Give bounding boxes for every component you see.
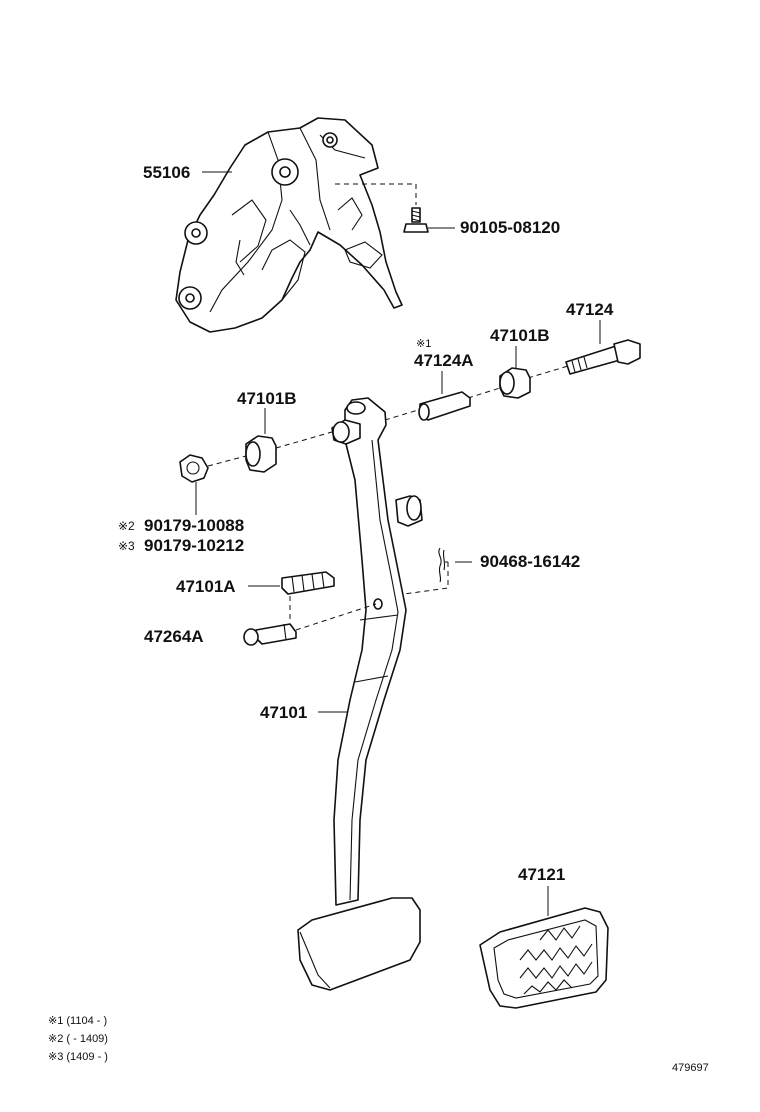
nut-90179-part <box>179 454 209 483</box>
label-90179-10088: 90179-10088 <box>144 516 244 535</box>
label-47101A: 47101A <box>176 577 236 596</box>
diagram-id: 479697 <box>672 1062 709 1074</box>
cotter-pin-part <box>438 547 446 583</box>
label-47101B-right: 47101B <box>490 326 550 345</box>
pedal-pad-part <box>479 907 609 1009</box>
pin-47264A-part <box>243 623 297 646</box>
footnote-3: ※3 (1409 - ) <box>48 1051 108 1063</box>
label-47101B-left: 47101B <box>237 389 297 408</box>
label-90105-08120: 90105-08120 <box>460 218 560 237</box>
label-47264A: 47264A <box>144 627 204 646</box>
collar-47124A-part <box>418 391 471 421</box>
pedal-arm-part <box>297 397 423 991</box>
mark-x1: ※1 <box>416 338 431 350</box>
bushing-left-part <box>245 435 277 473</box>
label-47124: 47124 <box>566 300 614 319</box>
bolt-47124-part <box>565 339 641 375</box>
label-47124A: 47124A <box>414 351 474 370</box>
pedal-bracket-part <box>175 117 403 333</box>
label-90179-10212: 90179-10212 <box>144 536 244 555</box>
mark-x3: ※3 <box>118 539 135 553</box>
label-47121: 47121 <box>518 865 565 884</box>
footnote-2: ※2 ( - 1409) <box>48 1033 108 1045</box>
label-90468-16142: 90468-16142 <box>480 552 580 571</box>
bushing-right-part <box>499 367 531 399</box>
footnote-1: ※1 (1104 - ) <box>48 1015 107 1027</box>
label-55106: 55106 <box>143 163 190 182</box>
label-47101: 47101 <box>260 703 307 722</box>
bushing-47101A-part <box>281 571 335 595</box>
mark-x2: ※2 <box>118 519 135 533</box>
bolt-90105-part <box>403 207 429 233</box>
